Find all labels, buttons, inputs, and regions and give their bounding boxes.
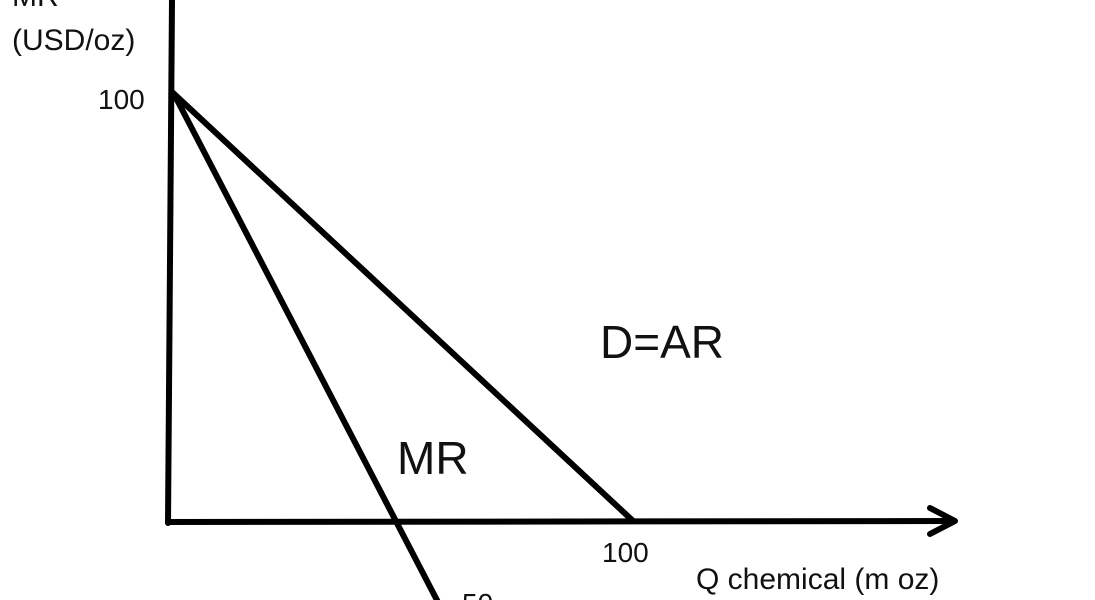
marginal-revenue-curve-label: MR xyxy=(397,432,469,484)
y-axis-title-line1: MR xyxy=(12,0,59,13)
y-axis-title-line2: (USD/oz) xyxy=(12,24,135,57)
y-tick-100: 100 xyxy=(98,84,145,115)
x-tick-100: 100 xyxy=(602,537,649,568)
y-axis-line xyxy=(165,0,175,526)
demand-curve-label: D=AR xyxy=(600,316,724,368)
x-tick-50: 50 xyxy=(462,588,493,600)
demand-curve xyxy=(169,89,635,523)
x-axis-line xyxy=(165,518,953,525)
x-axis-title: Q chemical (m oz) xyxy=(696,563,939,596)
x-axis-arrowhead xyxy=(927,505,958,537)
marginal-revenue-curve xyxy=(171,91,441,600)
